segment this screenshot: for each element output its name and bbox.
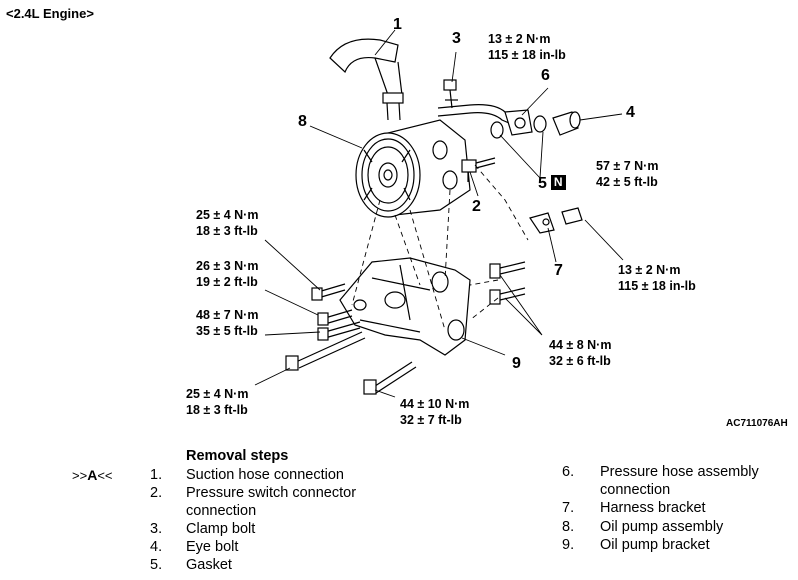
figure-code: AC711076AH xyxy=(726,418,788,429)
gasket-drawing xyxy=(490,115,547,139)
callout-1: 1 xyxy=(393,16,402,33)
reference-mark: >>A<< xyxy=(72,467,113,483)
oil-pump-bracket-drawing xyxy=(339,257,471,356)
engine-variant-label: <2.4L Engine> xyxy=(6,6,94,21)
callout-7: 7 xyxy=(554,262,563,279)
oil-pump-assembly-drawing xyxy=(355,119,496,218)
eye-bolt-drawing xyxy=(552,111,581,136)
callout-4: 4 xyxy=(626,104,635,121)
clamp-bolt-drawing xyxy=(443,79,458,109)
leader-lines xyxy=(254,29,624,398)
removal-steps-heading: Removal steps xyxy=(186,448,289,464)
callout-2: 2 xyxy=(472,198,481,215)
suction-hose-drawing xyxy=(329,38,404,121)
callout-6: 6 xyxy=(541,67,550,84)
callout-8: 8 xyxy=(298,113,307,130)
bracket-bolts-drawing xyxy=(285,261,526,395)
reference-letter: A xyxy=(87,467,98,483)
harness-bracket-drawing xyxy=(529,207,583,234)
non-reusable-badge: N xyxy=(550,175,566,190)
callout-9: 9 xyxy=(512,355,521,372)
callout-5-number: 5 xyxy=(538,175,547,192)
callout-3: 3 xyxy=(452,30,461,47)
alignment-lines xyxy=(351,164,529,331)
exploded-view-diagram xyxy=(254,29,624,398)
pressure-hose-drawing xyxy=(437,104,533,136)
